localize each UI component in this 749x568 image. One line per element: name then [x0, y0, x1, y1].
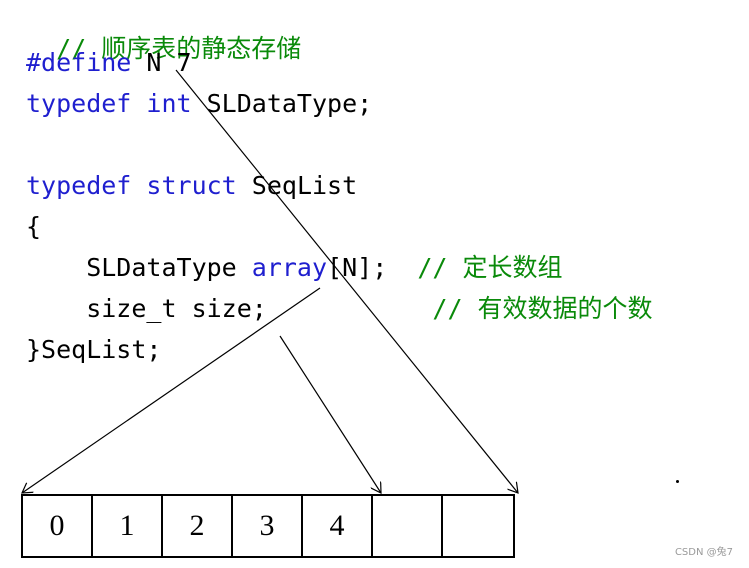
array-cell-2: 2	[163, 496, 233, 556]
arrow-array-to-start	[22, 287, 321, 493]
member-size-line: size_t size; // 有效数据的个数	[26, 294, 653, 324]
array-cell-5	[373, 496, 443, 556]
array-cell-4: 4	[303, 496, 373, 556]
member-array-size: [N];	[327, 253, 418, 282]
typedef-struct-keyword: typedef	[26, 171, 132, 200]
member-array-line: SLDataType array[N]; // 定长数组	[26, 253, 563, 283]
array-cell-0: 0	[23, 496, 93, 556]
struct-keyword: struct	[146, 171, 237, 200]
member-size-comment: // 有效数据的个数	[432, 294, 653, 323]
close-brace-seqlist: }SeqList;	[26, 335, 162, 364]
array-cells: 0 1 2 3 4	[21, 494, 515, 558]
arrow-size-to-position	[279, 335, 381, 493]
array-cell-1: 1	[93, 496, 163, 556]
sldatatype-decl: SLDataType;	[191, 89, 373, 118]
member-array-comment: // 定长数组	[417, 253, 563, 282]
stray-dot	[676, 480, 679, 483]
watermark: CSDN @兔7	[674, 547, 733, 558]
int-keyword: int	[146, 89, 192, 118]
define-value: N 7	[131, 48, 192, 77]
member-array-name: array	[251, 253, 328, 282]
member-size-decl: size_t size;	[26, 294, 433, 323]
arrow-n-to-array-end	[175, 69, 518, 493]
define-line: #define N 7	[26, 48, 192, 78]
comment-title-line: // 顺序表的静态存储	[26, 4, 301, 64]
title-comment: // 顺序表的静态存储	[56, 34, 302, 63]
array-cell-3: 3	[233, 496, 303, 556]
open-brace: {	[26, 212, 42, 241]
define-keyword: #define	[26, 48, 132, 77]
typedef-struct-line: typedef struct SeqList	[26, 171, 357, 201]
member-array-type: SLDataType	[26, 253, 252, 282]
array-cell-6	[443, 496, 513, 556]
close-brace-line: }SeqList;	[26, 335, 161, 365]
typedef-keyword: typedef	[26, 89, 132, 118]
typedef-int-line: typedef int SLDataType;	[26, 89, 372, 119]
open-brace-line: {	[26, 212, 41, 242]
